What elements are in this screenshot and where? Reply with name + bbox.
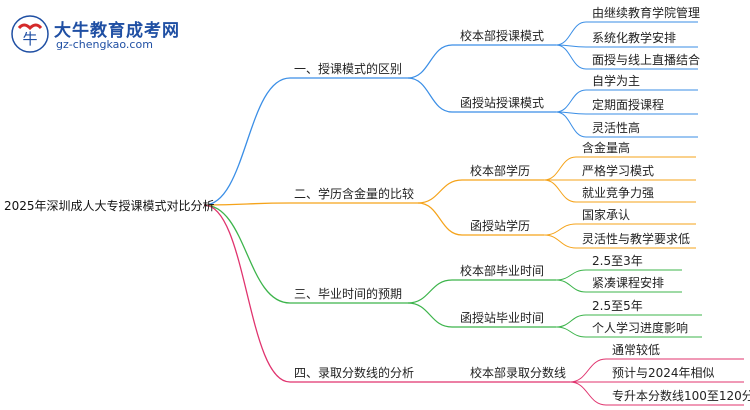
leaf-label: 国家承认 (582, 208, 631, 222)
child-connector (407, 279, 453, 304)
child-label: 函授站毕业时间 (460, 311, 545, 325)
leaf-label: 2.5至5年 (592, 299, 643, 313)
leaf-connector (555, 89, 587, 113)
leaf-connector (543, 179, 577, 203)
site-logo[interactable]: 牛 大牛教育成考网 gz-chengkao.com (10, 14, 240, 54)
leaf-label: 含金量高 (582, 141, 631, 155)
leaf-connector (569, 381, 607, 406)
branch-label: 一、授课模式的区别 (294, 62, 403, 76)
leaf-label: 紧凑课程安排 (592, 276, 665, 290)
leaf-label: 定期面授课程 (592, 98, 665, 112)
child-label: 函授站学历 (470, 219, 531, 233)
leaf-connector (555, 44, 587, 70)
leaf-connector (555, 111, 587, 138)
leaf-label: 系统化教学安排 (592, 31, 677, 45)
leaf-connector (555, 279, 587, 293)
branch-connector (203, 204, 291, 383)
leaf-connector (555, 326, 587, 338)
svg-text:牛: 牛 (22, 30, 37, 48)
leaf-label: 2.5至3年 (592, 254, 643, 268)
leaf-connector (555, 314, 587, 328)
branch-connector (203, 202, 291, 206)
child-label: 校本部授课模式 (460, 29, 545, 43)
leaf-label: 自学为主 (592, 74, 641, 88)
leaf-label: 就业竞争力强 (582, 186, 655, 200)
child-connector (417, 202, 463, 236)
child-connector (407, 77, 453, 113)
branch-connector (203, 77, 291, 206)
leaf-connector (555, 21, 587, 46)
child-label: 校本部录取分数线 (470, 366, 567, 380)
child-connector (407, 302, 453, 328)
child-connector (407, 44, 453, 79)
child-connector (417, 179, 463, 204)
leaf-label: 由继续教育学院管理 (592, 6, 701, 20)
leaf-connector (569, 358, 607, 383)
leaf-label: 灵活性与教学要求低 (582, 232, 691, 246)
leaf-label: 专升本分数线100至120分 (612, 389, 750, 403)
branch-label: 三、毕业时间的预期 (294, 287, 403, 301)
leaf-connector (543, 234, 577, 249)
root-topic: 2025年深圳成人大专授课模式对比分析 (4, 199, 215, 213)
leaf-label: 通常较低 (612, 343, 661, 357)
leaf-label: 预计与2024年相似 (612, 366, 715, 380)
branch-connector (203, 204, 291, 304)
leaf-connector (555, 269, 587, 281)
leaf-label: 面授与线上直播结合 (592, 53, 701, 67)
child-label: 校本部学历 (470, 164, 531, 178)
branch-label: 二、学历含金量的比较 (294, 187, 415, 201)
leaf-connector (543, 223, 577, 236)
logo-url: gz-chengkao.com (56, 38, 153, 51)
bull-logo-icon: 牛 (11, 15, 49, 53)
logo-title: 大牛教育成考网 (54, 21, 180, 41)
leaf-label: 灵活性高 (592, 121, 641, 135)
leaf-connector (543, 156, 577, 181)
branch-label: 四、录取分数线的分析 (294, 366, 415, 380)
child-label: 校本部毕业时间 (460, 264, 545, 278)
child-label: 函授站授课模式 (460, 96, 545, 110)
leaf-label: 严格学习模式 (582, 164, 655, 178)
leaf-label: 个人学习进度影响 (592, 321, 689, 335)
